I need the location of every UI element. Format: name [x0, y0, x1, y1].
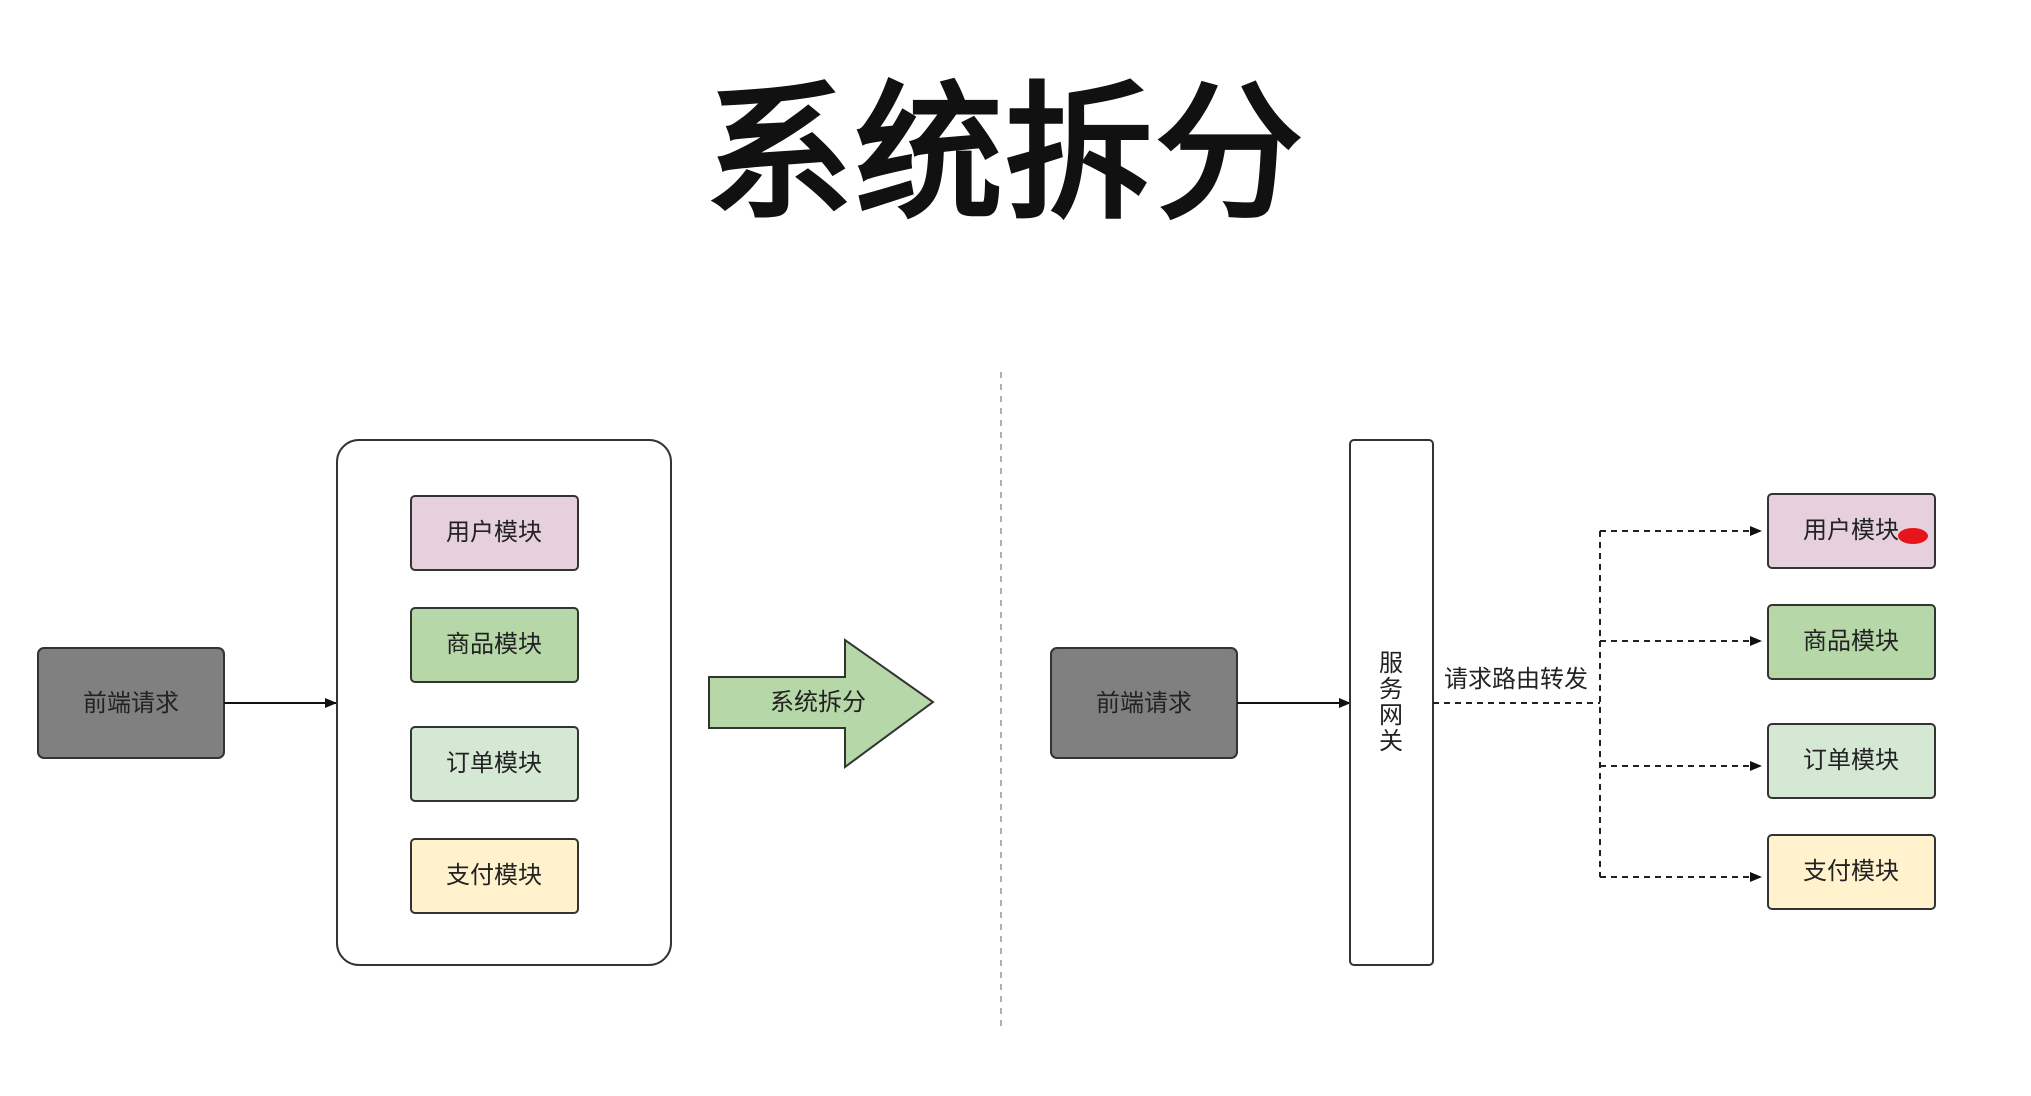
left-request-node: 前端请求: [37, 647, 225, 759]
monolith-container: [336, 439, 672, 966]
right-module-product: 商品模块: [1767, 604, 1936, 680]
right-module-payment: 支付模块: [1767, 834, 1936, 910]
split-arrow-label: 系统拆分: [770, 688, 866, 716]
right-module-order-label: 订单模块: [1803, 746, 1899, 774]
right-module-user: 用户模块: [1767, 493, 1936, 569]
gateway-char-4: 关: [1379, 727, 1403, 755]
service-gateway: 服 务 网 关: [1349, 439, 1434, 966]
left-module-product: 商品模块: [410, 607, 579, 683]
right-module-payment-label: 支付模块: [1803, 857, 1899, 885]
right-module-user-label: 用户模块: [1803, 516, 1899, 544]
route-label: 请求路由转发: [1444, 665, 1588, 693]
gateway-char-3: 网: [1379, 701, 1403, 729]
right-request-label: 前端请求: [1096, 689, 1192, 717]
page-title: 系统拆分: [705, 68, 1305, 240]
left-module-user: 用户模块: [410, 495, 579, 571]
right-module-product-label: 商品模块: [1803, 627, 1899, 655]
gateway-char-2: 务: [1379, 675, 1403, 703]
left-module-order-label: 订单模块: [446, 749, 542, 777]
right-request-node: 前端请求: [1050, 647, 1238, 759]
right-module-order: 订单模块: [1767, 723, 1936, 799]
split-arrow: 系统拆分: [708, 638, 935, 769]
left-module-order: 订单模块: [410, 726, 579, 802]
left-module-payment-label: 支付模块: [446, 861, 542, 889]
pointer-marker: [1898, 528, 1928, 544]
routing-connectors: [1433, 526, 1762, 882]
left-request-label: 前端请求: [83, 689, 179, 717]
gateway-char-1: 服: [1379, 649, 1403, 677]
left-module-user-label: 用户模块: [446, 518, 542, 546]
left-module-product-label: 商品模块: [446, 630, 542, 658]
left-module-payment: 支付模块: [410, 838, 579, 914]
